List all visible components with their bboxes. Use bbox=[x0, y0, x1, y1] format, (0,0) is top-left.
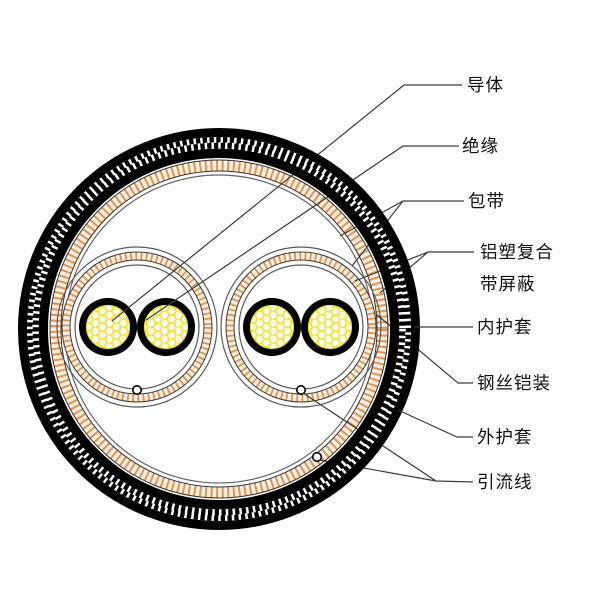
overall-shield-ring bbox=[49, 159, 389, 499]
label-al-plastic-shield-line1: 铝塑复合 bbox=[480, 243, 554, 263]
label-column: 导体 绝缘 包带 铝塑复合 带屏蔽 内护套 钢丝铠装 外护套 引流线 bbox=[462, 76, 554, 493]
label-insulation: 绝缘 bbox=[462, 137, 499, 157]
steel-wire-armor-ring bbox=[26, 136, 412, 522]
label-al-plastic-shield-line2: 带屏蔽 bbox=[480, 275, 536, 295]
label-binder-tape: 包带 bbox=[468, 192, 505, 212]
leader-outer-sheath bbox=[397, 409, 473, 438]
inner-sheath-ring bbox=[38, 148, 400, 510]
armor-wire-hatch-marks bbox=[32, 142, 406, 516]
overall-drain-wire bbox=[311, 451, 323, 463]
leader-lines-outer bbox=[397, 326, 473, 438]
label-inner-sheath: 内护套 bbox=[477, 318, 533, 338]
label-drain-wire: 引流线 bbox=[477, 473, 533, 493]
leader-insulation bbox=[145, 145, 459, 321]
core-background bbox=[48, 158, 390, 500]
leader-conductor bbox=[111, 84, 462, 322]
outer-rings bbox=[18, 128, 420, 530]
cable-core bbox=[48, 158, 390, 500]
label-conductor: 导体 bbox=[467, 76, 504, 96]
shield-hatch-marks bbox=[50, 160, 388, 498]
label-steel-armor: 钢丝铠装 bbox=[477, 374, 551, 394]
armor-wire-hatch-marks bbox=[26, 136, 412, 522]
outer-sheath-ring bbox=[18, 128, 420, 530]
label-outer-sheath: 外护套 bbox=[477, 428, 533, 448]
